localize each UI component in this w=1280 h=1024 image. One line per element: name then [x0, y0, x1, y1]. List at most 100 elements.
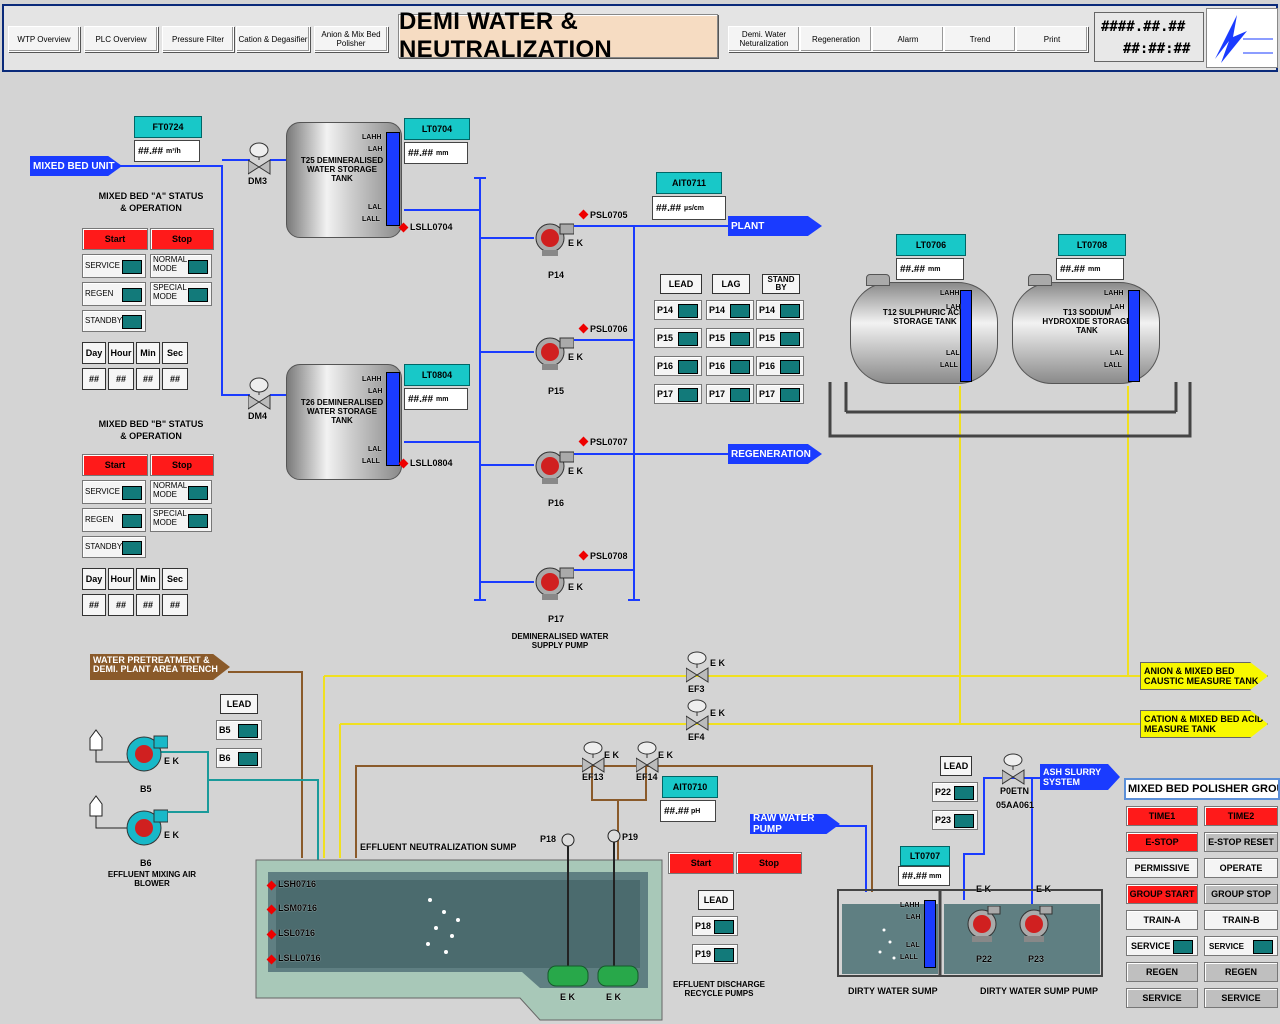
nav-pressure-filter[interactable]: Pressure Filter [162, 26, 234, 52]
mb-b-normal-indicator [188, 486, 208, 500]
mb-b-normal-mode-label: NORMAL MODE [153, 481, 187, 499]
pump-p16[interactable] [534, 448, 575, 484]
lt0706-tag[interactable]: LT0706 [896, 234, 966, 256]
status-indicator [730, 304, 750, 318]
blower-b5-select-label: B5 [219, 725, 231, 735]
nav-trend[interactable]: Trend [944, 26, 1016, 52]
pump-p22-label: P22 [976, 954, 993, 964]
pump-p18-label: P18 [540, 834, 557, 844]
pump-p15[interactable] [534, 334, 575, 370]
blower-b5-select[interactable]: B5 [216, 720, 262, 740]
blower-b5[interactable] [124, 734, 169, 778]
valve-poeth[interactable] [1001, 752, 1028, 786]
lt0804-reading: ##.## [408, 393, 434, 405]
mbp-group-stop-button[interactable]: GROUP STOP [1204, 884, 1278, 904]
pump-select-header: LAG [712, 274, 750, 294]
recycle-p19-select[interactable]: P19 [692, 944, 738, 964]
lt0804-tag[interactable]: LT0804 [404, 364, 470, 386]
dirty-lah: LAH [906, 914, 921, 921]
mb-b-normal-mode: NORMAL MODE [150, 480, 212, 504]
valve-dm4[interactable]: DM4 [247, 375, 274, 421]
mbp-time1-button[interactable]: TIME1 [1126, 806, 1198, 826]
mb-b-service-label: SERVICE [85, 487, 120, 496]
mb-a-stop-button[interactable]: Stop [150, 228, 214, 250]
blower-b6[interactable] [124, 808, 169, 852]
ft0724-tag[interactable]: FT0724 [134, 116, 202, 138]
mb-a-time-value: ## [162, 368, 188, 390]
valve-ef3[interactable]: EF3 [685, 650, 712, 694]
valve-dm3[interactable]: DM3 [247, 140, 274, 186]
status-indicator [238, 724, 258, 738]
pump-p22[interactable] [964, 905, 1001, 942]
pump-p17[interactable] [534, 564, 575, 600]
ek-label: E K [658, 750, 674, 760]
dirty-lahh: LAHH [900, 902, 920, 909]
nav-print[interactable]: Print [1016, 26, 1088, 52]
mbp-service-b-label: SERVICE [1209, 941, 1244, 951]
nav-alarm[interactable]: Alarm [872, 26, 944, 52]
ait0711-tag[interactable]: AIT0711 [656, 172, 722, 194]
status-indicator [780, 388, 800, 402]
lag-p14-label: P14 [709, 305, 726, 315]
dirty-p23-select[interactable]: P23 [932, 810, 978, 830]
valve-ef13-label: EF13 [582, 772, 604, 782]
lead-p16[interactable]: P16 [654, 356, 702, 376]
ek-label: E K [606, 992, 622, 1002]
mb-b-standby-indicator [122, 541, 142, 555]
lead-p15[interactable]: P15 [654, 328, 702, 348]
standby-p14-label: P14 [759, 305, 776, 315]
pump-p23[interactable] [1016, 905, 1053, 942]
mbp-regen-b: REGEN [1204, 962, 1278, 982]
lag-p17-label: P17 [709, 389, 726, 399]
lag-p16[interactable]: P16 [706, 356, 754, 376]
mbp-time2-button[interactable]: TIME2 [1204, 806, 1278, 826]
dirty-p22-select[interactable]: P22 [932, 782, 978, 802]
lag-p14[interactable]: P14 [706, 300, 754, 320]
recycle-p18-select[interactable]: P18 [692, 916, 738, 936]
lt0707-reading: ##.## [902, 870, 928, 882]
mb-b-stop-button[interactable]: Stop [150, 454, 214, 476]
nav-plc-overview[interactable]: PLC Overview [84, 26, 158, 52]
lt0708-tag[interactable]: LT0708 [1058, 234, 1126, 256]
mb-a-time-value: ## [108, 368, 134, 390]
ait0710-tag[interactable]: AIT0710 [662, 776, 718, 798]
lead-p14[interactable]: P14 [654, 300, 702, 320]
ek-label: E K [604, 750, 620, 760]
valve-icon [247, 142, 271, 175]
mb-b-regen-label: REGEN [85, 515, 114, 524]
nav-wtp-overview[interactable]: WTP Overview [8, 26, 80, 52]
standby-p17[interactable]: P17 [756, 384, 804, 404]
recycle-stop-button[interactable]: Stop [736, 852, 802, 874]
valve-ef4[interactable]: EF4 [685, 698, 712, 742]
lt0706-reading: ##.## [900, 263, 926, 275]
mb-b-time-header: Hour [108, 568, 134, 590]
mbp-group-start-button[interactable]: GROUP START [1126, 884, 1198, 904]
mbp-train-a-button[interactable]: TRAIN-A [1126, 910, 1198, 930]
t12-lall: LALL [940, 362, 958, 369]
blower-b6-select[interactable]: B6 [216, 748, 262, 768]
nav-anion-mix-bed[interactable]: Anion & Mix Bed Polisher [314, 26, 388, 52]
lt0706-value: ##.##mm [896, 258, 964, 280]
lag-p17[interactable]: P17 [706, 384, 754, 404]
nav-cation-degasifier[interactable]: Cation & Degasifier [236, 26, 310, 52]
lt0707-tag[interactable]: LT0707 [900, 846, 950, 866]
valve-ef13[interactable]: EF13 [581, 740, 608, 784]
mbp-estop-reset-button[interactable]: E-STOP RESET [1204, 832, 1278, 852]
mb-a-start-button[interactable]: Start [82, 228, 148, 250]
mbp-estop-button[interactable]: E-STOP [1126, 832, 1198, 852]
nav-regeneration[interactable]: Regeneration [800, 26, 872, 52]
mbp-train-b-button[interactable]: TRAIN-B [1204, 910, 1278, 930]
mb-b-start-button[interactable]: Start [82, 454, 148, 476]
pump-p14[interactable] [534, 220, 575, 256]
standby-p16[interactable]: P16 [756, 356, 804, 376]
recycle-start-button[interactable]: Start [668, 852, 734, 874]
lag-p15[interactable]: P15 [706, 328, 754, 348]
nav-demi-water[interactable]: Demi. Water Neturalization [728, 26, 800, 52]
standby-p16-label: P16 [759, 361, 776, 371]
valve-ef14[interactable]: EF14 [635, 740, 662, 784]
standby-p15[interactable]: P15 [756, 328, 804, 348]
lt0704-tag[interactable]: LT0704 [404, 118, 470, 140]
standby-p14[interactable]: P14 [756, 300, 804, 320]
lead-p17[interactable]: P17 [654, 384, 702, 404]
mb-b-time-header: Min [136, 568, 160, 590]
